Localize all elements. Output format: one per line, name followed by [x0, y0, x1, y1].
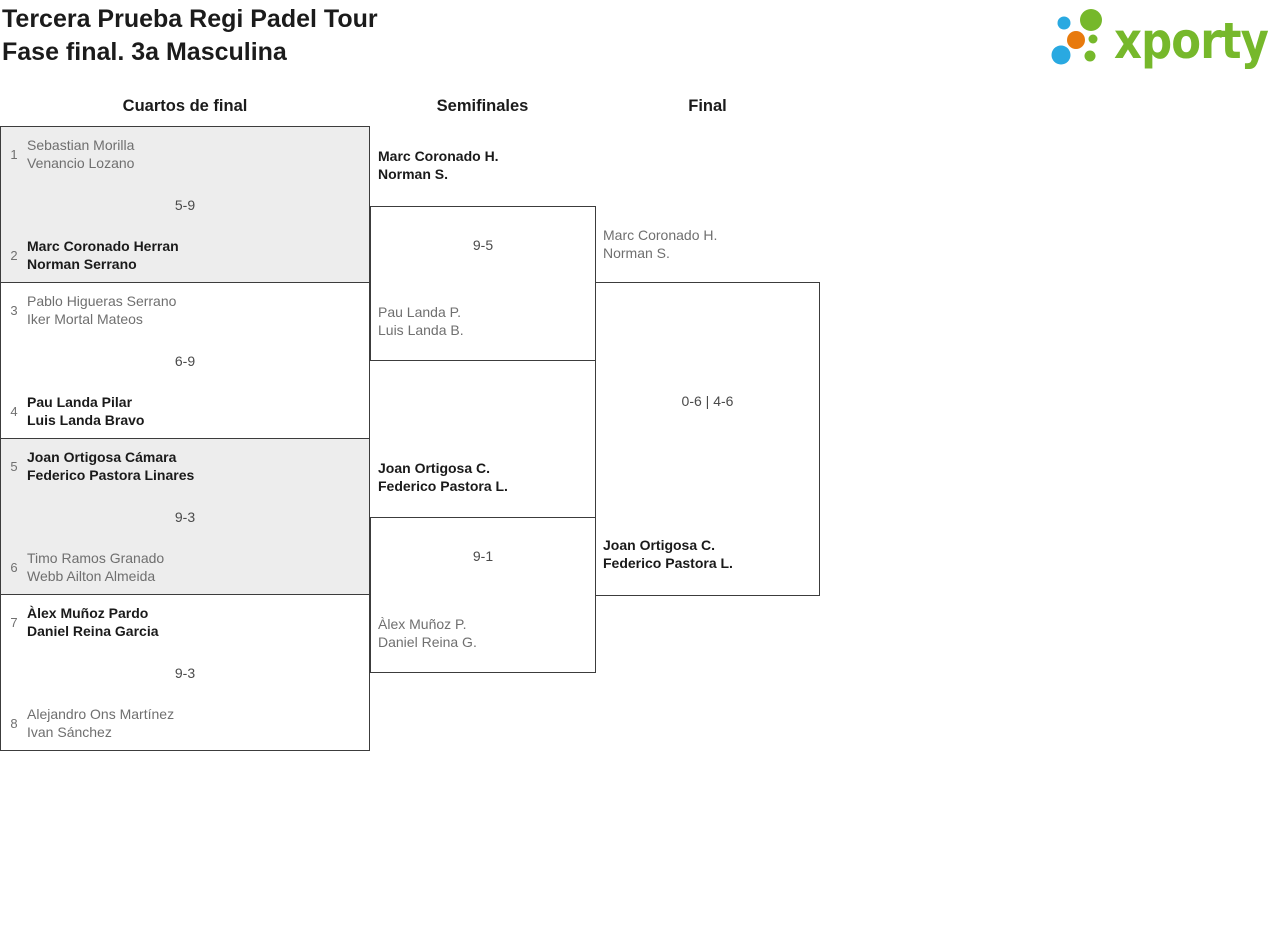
sf1-score: 9-5	[472, 237, 494, 253]
seed-number: 6	[10, 559, 18, 575]
team-names: Pablo Higueras Serrano Iker Mortal Mateo…	[27, 293, 177, 327]
sf1-team-bottom: Pau Landa P. Luis Landa B.	[378, 304, 464, 338]
match-score: 9-3	[174, 508, 196, 525]
team-row: 1 Sebastian Morilla Venancio Lozano	[1, 136, 369, 172]
final-team-top: Marc Coronado H. Norman S.	[603, 227, 718, 261]
team-row: 5 Joan Ortigosa Cámara Federico Pastora …	[1, 448, 369, 484]
sf1-team-top: Marc Coronado H. Norman S.	[378, 148, 499, 182]
team-row: 2 Marc Coronado Herran Norman Serrano	[1, 237, 369, 273]
team-row: 6 Timo Ramos Granado Webb Ailton Almeida	[1, 549, 369, 585]
phase-name: Fase final. 3a Masculina	[2, 38, 287, 66]
sf2-score: 9-1	[472, 548, 494, 564]
seed-number: 3	[10, 302, 18, 318]
team-row: 7 Àlex Muñoz Pardo Daniel Reina Garcia	[1, 604, 369, 640]
team-row: 3 Pablo Higueras Serrano Iker Mortal Mat…	[1, 292, 369, 328]
team-names: Joan Ortigosa Cámara Federico Pastora Li…	[27, 449, 195, 483]
sf2-team-bottom: Àlex Muñoz P. Daniel Reina G.	[378, 616, 477, 650]
seed-number: 1	[10, 146, 18, 162]
final-score: 0-6 | 4-6	[681, 393, 734, 409]
logo-dots-icon	[1051, 9, 1102, 65]
seed-number: 2	[10, 247, 18, 263]
seed-number: 4	[10, 403, 18, 419]
sf2-team-top: Joan Ortigosa C. Federico Pastora L.	[378, 460, 508, 494]
match-score: 5-9	[174, 196, 196, 213]
match-score: 9-3	[174, 664, 196, 681]
qf-match-4[interactable]: 7 Àlex Muñoz Pardo Daniel Reina Garcia 9…	[0, 594, 370, 751]
match-score: 6-9	[174, 352, 196, 369]
team-names: Àlex Muñoz Pardo Daniel Reina Garcia	[27, 605, 159, 639]
team-row: 4 Pau Landa Pilar Luis Landa Bravo	[1, 393, 369, 429]
team-names: Alejandro Ons Martínez Ivan Sánchez	[27, 706, 175, 740]
team-row: 8 Alejandro Ons Martínez Ivan Sánchez	[1, 705, 369, 741]
seed-number: 8	[10, 715, 18, 731]
team-names: Marc Coronado Herran Norman Serrano	[27, 238, 179, 272]
xporty-logo[interactable]: xporty	[1046, 2, 1276, 72]
qf-match-1[interactable]: 1 Sebastian Morilla Venancio Lozano 5-9 …	[0, 126, 370, 283]
round-header-quarterfinals: Cuartos de final	[122, 97, 248, 115]
final-match-box[interactable]	[595, 282, 820, 596]
team-names: Sebastian Morilla Venancio Lozano	[27, 137, 135, 171]
seed-number: 7	[10, 614, 18, 630]
page-title: Tercera Prueba Regi Padel Tour Fase fina…	[2, 3, 378, 69]
round-header-semifinals: Semifinales	[436, 97, 529, 115]
logo-wordmark: xporty	[1114, 12, 1268, 70]
round-header-final: Final	[688, 97, 727, 115]
team-names: Pau Landa Pilar Luis Landa Bravo	[27, 394, 145, 428]
qf-match-2[interactable]: 3 Pablo Higueras Serrano Iker Mortal Mat…	[0, 282, 370, 439]
team-names: Timo Ramos Granado Webb Ailton Almeida	[27, 550, 165, 584]
final-team-bottom: Joan Ortigosa C. Federico Pastora L.	[603, 537, 733, 571]
tournament-name: Tercera Prueba Regi Padel Tour	[2, 5, 378, 33]
seed-number: 5	[10, 458, 18, 474]
qf-match-3[interactable]: 5 Joan Ortigosa Cámara Federico Pastora …	[0, 438, 370, 595]
